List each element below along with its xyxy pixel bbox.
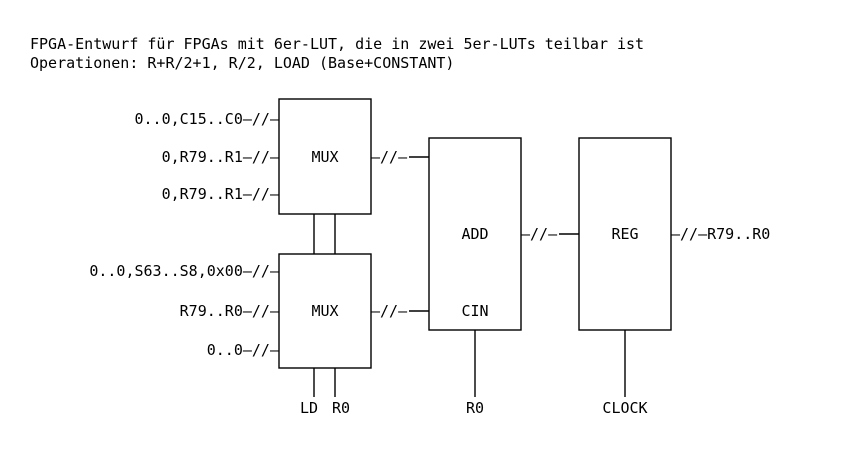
mux-bottom-box	[278, 253, 372, 369]
mux-bottom-output-wire: —//—	[371, 302, 408, 320]
mux-bottom-input-2: R79..R0—//—	[180, 302, 280, 320]
register-box	[578, 137, 672, 331]
mux-top-input-3: 0,R79..R1—//—	[162, 185, 280, 203]
mux-top-box	[278, 98, 372, 215]
mux-bottom-label: MUX	[311, 302, 338, 320]
mux-bottom-input-3: 0..0—//—	[207, 341, 280, 359]
register-label: REG	[611, 225, 638, 243]
title-line-1: FPGA-Entwurf für FPGAs mit 6er-LUT, die …	[30, 35, 644, 53]
mux-top-label: MUX	[311, 148, 338, 166]
title-line-2: Operationen: R+R/2+1, R/2, LOAD (Base+CO…	[30, 54, 454, 72]
adder-cin-label: CIN	[461, 302, 488, 320]
adder-output-wire: —//—	[521, 225, 558, 243]
register-clock-label: CLOCK	[602, 399, 647, 417]
mux-top-output-wire: —//—	[371, 148, 408, 166]
select-label-r0: R0	[332, 399, 350, 417]
select-label-ld: LD	[300, 399, 318, 417]
adder-box	[428, 137, 522, 331]
adder-label: ADD	[461, 225, 488, 243]
mux-top-input-2: 0,R79..R1—//—	[162, 148, 280, 166]
mux-top-input-1: 0..0,C15..C0—//—	[135, 110, 280, 128]
adder-cin-input: R0	[466, 399, 484, 417]
register-output: —//—R79..R0	[671, 225, 770, 243]
mux-bottom-input-1: 0..0,S63..S8,0x00—//—	[89, 262, 280, 280]
